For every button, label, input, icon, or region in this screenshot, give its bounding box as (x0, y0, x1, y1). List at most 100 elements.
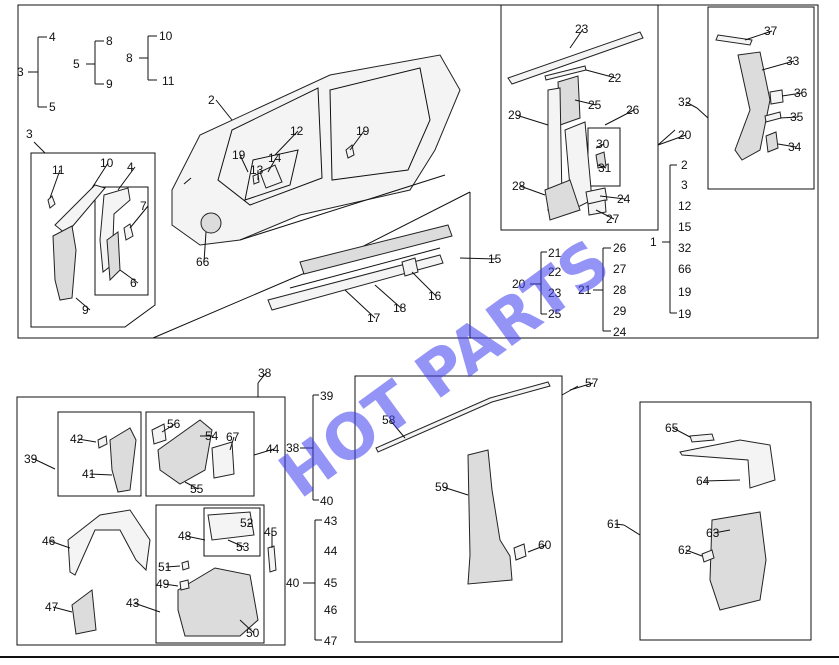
callout-36: 36 (794, 86, 808, 100)
tree-40-child-5: 47 (324, 634, 338, 648)
tree-40-root: 40 (286, 576, 300, 590)
tree-1: 1 2 3 12 15 32 66 19 19 (650, 158, 692, 321)
leader-line-57 (569, 382, 594, 391)
leader-line-36 (781, 92, 803, 97)
callout-57: 57 (585, 376, 599, 390)
leader-line-41 (89, 473, 113, 476)
tree-1-child-7: 19 (678, 285, 692, 299)
body-side-assembly (171, 54, 461, 246)
leader-line-32 (685, 101, 698, 109)
tree-20-child-3: 23 (548, 286, 562, 300)
part-65 (689, 433, 715, 443)
leader-line-38 (257, 372, 267, 384)
callout-11: 11 (52, 163, 65, 177)
callout-64: 64 (696, 474, 710, 488)
sub-frame-41-42 (57, 411, 142, 497)
part-11 (47, 195, 56, 209)
part-60 (513, 543, 527, 561)
callout-14: 14 (268, 151, 282, 165)
tree-20-child-2: 22 (548, 265, 562, 279)
leader-line-19 (349, 130, 365, 151)
callout-43: 43 (126, 596, 140, 610)
callout-66: 66 (196, 255, 210, 269)
part-59 (467, 449, 513, 585)
callout-30: 30 (596, 137, 610, 151)
leader-line-16 (411, 271, 437, 297)
callout-24: 24 (617, 192, 631, 206)
part-15 (299, 224, 453, 275)
part-6 (106, 231, 121, 282)
leader-line-31 (597, 164, 607, 169)
part-23 (507, 31, 644, 85)
tree-38-child-1: 39 (320, 389, 334, 403)
leader-line-42 (77, 438, 97, 443)
tree-1-root: 1 (650, 235, 657, 249)
leader-line-9 (75, 297, 91, 311)
leader-line-15 (459, 257, 497, 260)
panel-57 (354, 375, 579, 643)
leader-line-43 (133, 602, 161, 613)
callout-41: 41 (82, 467, 96, 481)
sub-frame-4-6-7 (94, 186, 149, 296)
leader-line-10 (91, 162, 109, 189)
part-58 (375, 381, 551, 453)
part-31 (595, 151, 607, 169)
tree-40-child-1: 43 (324, 514, 338, 528)
leader-line-26 (604, 109, 635, 126)
leader-line-65 (672, 427, 691, 438)
tree-3-root: 3 (17, 65, 24, 79)
tree-21-child-2: 27 (613, 262, 627, 276)
callout-15: 15 (488, 252, 502, 266)
leader-line-7 (129, 205, 149, 229)
part-17 (267, 254, 444, 311)
callout-12: 12 (290, 124, 304, 138)
part-9 (52, 225, 77, 301)
leader-line-30 (595, 143, 605, 149)
rear-panel-38 (16, 383, 286, 646)
leader-line-4 (117, 166, 136, 191)
inset-3-label: 3 (26, 127, 33, 141)
part-19-b (345, 144, 355, 159)
leader-line-60 (527, 544, 547, 553)
part-41 (109, 427, 137, 493)
tree-1-child-8: 19 (678, 307, 692, 321)
leader-line-61 (614, 523, 625, 526)
callout-45: 45 (264, 525, 278, 539)
part-67 (211, 441, 235, 479)
leader-line-37 (744, 30, 773, 41)
tree-40-child-4: 46 (324, 603, 338, 617)
tree-1-child-2: 3 (681, 178, 688, 192)
tree-21-root: 21 (578, 283, 592, 297)
callout-39: 39 (24, 452, 38, 466)
callout-60: 60 (538, 538, 552, 552)
callout-63: 63 (706, 526, 720, 540)
callout-32: 32 (678, 95, 692, 109)
leader-line-2 (215, 99, 233, 121)
callout-17: 17 (367, 311, 381, 325)
leader-line-46 (49, 540, 71, 549)
part-33 (734, 51, 771, 161)
callout-50: 50 (246, 626, 260, 640)
tree-3-child-2: 5 (49, 100, 56, 114)
tree-5-root: 5 (73, 57, 80, 71)
callout-29: 29 (508, 108, 522, 122)
callout-42: 42 (70, 432, 84, 446)
leader-line-6 (119, 269, 139, 284)
leader-line-58 (389, 419, 406, 439)
tree-8-child-2: 11 (162, 74, 175, 88)
leader-line-20 (657, 134, 687, 146)
leader-line-11 (49, 169, 61, 199)
leader-line-33 (761, 60, 795, 71)
callout-46: 46 (42, 534, 56, 548)
part-62 (701, 549, 715, 563)
callout-47: 47 (45, 600, 59, 614)
callout-55: 55 (190, 482, 204, 496)
front-door-opening (217, 87, 323, 206)
leader-line-17 (344, 289, 376, 319)
tree-20-child-1: 21 (548, 246, 562, 260)
part-34 (765, 131, 779, 153)
callout-4: 4 (127, 160, 134, 174)
leader-line-14 (267, 157, 277, 173)
leader-line-19 (239, 154, 249, 173)
